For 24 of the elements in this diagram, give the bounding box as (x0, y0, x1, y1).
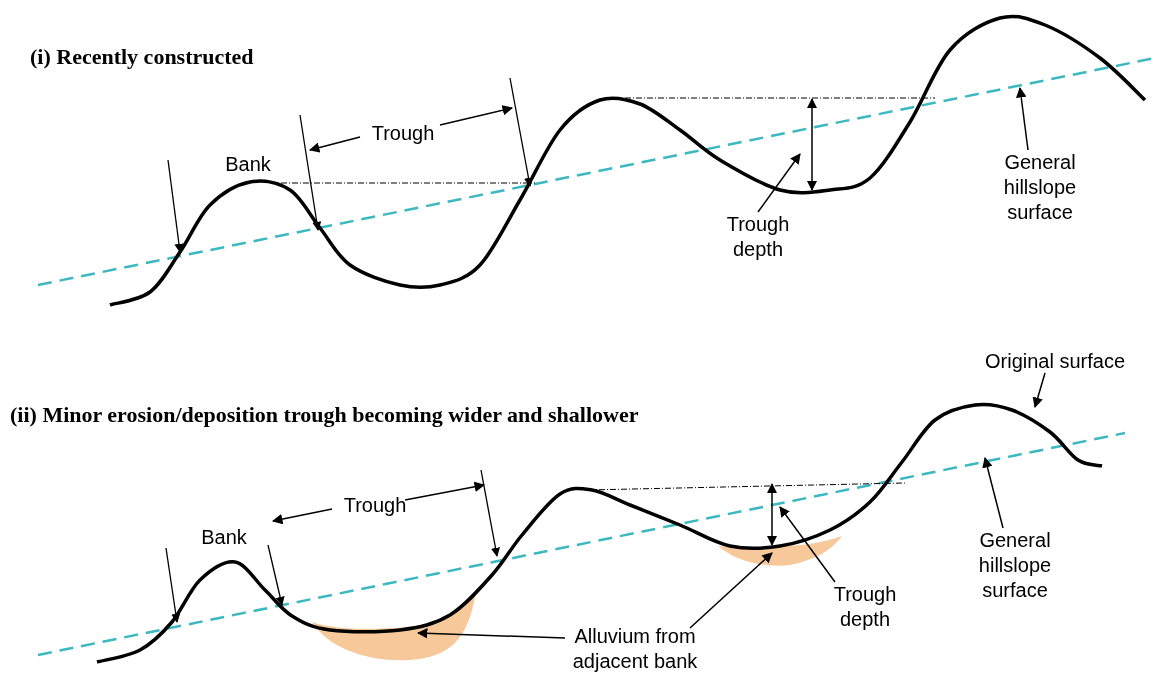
leader-arrow (689, 552, 773, 629)
panel-title: (i) Recently constructed (30, 44, 254, 70)
part-label: Bank (200, 525, 248, 550)
leader-arrow (757, 153, 801, 213)
callout-label: Trough (330, 493, 420, 518)
leader-arrow (416, 628, 566, 639)
callout-label: Trough depth (810, 582, 920, 632)
callout-label: Alluvium from adjacent bank (550, 624, 720, 674)
callout-label: Trough depth (718, 212, 798, 262)
callout-label: General hillslope surface (950, 528, 1080, 603)
leader-arrow (1032, 372, 1046, 408)
part-label: Bank (224, 152, 272, 177)
alluvium-deposit (718, 536, 842, 566)
leader-arrow (779, 506, 836, 583)
leader-arrow (439, 105, 513, 126)
panel-title: (ii) Minor erosion/deposition trough becoming wider and shallower (10, 402, 639, 428)
leader-arrow (1016, 86, 1029, 151)
leader-arrow (404, 481, 486, 501)
callout-label: Original surface (960, 349, 1150, 374)
callout-label: Trough (358, 121, 448, 146)
leader-arrow (309, 136, 361, 153)
callout-label: General hillslope surface (975, 150, 1105, 225)
leader-arrow (982, 457, 1004, 529)
leader-arrow (271, 508, 333, 525)
